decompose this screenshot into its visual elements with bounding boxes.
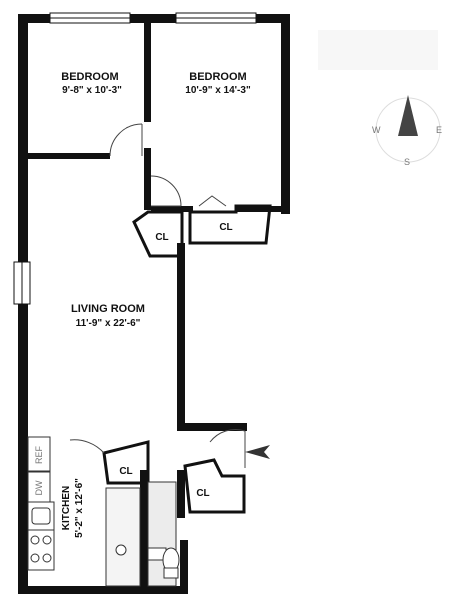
compass-needle-icon — [398, 95, 418, 136]
kitchen-name: KITCHEN — [61, 486, 72, 530]
compass-east: E — [436, 125, 442, 135]
bedroom2-dims: 10'-9" x 14'-3" — [185, 85, 251, 96]
dishwasher-label: DW — [34, 480, 44, 495]
refrigerator-label: REF — [34, 445, 44, 464]
watermark — [318, 30, 438, 70]
compass-west: W — [372, 125, 381, 135]
stove — [27, 529, 55, 571]
kitchen-dims: 5'-2" x 12'-6" — [74, 478, 85, 538]
living-room-dims: 11'-9" x 22'-6" — [76, 318, 141, 329]
compass-south: S — [404, 157, 410, 167]
doors — [69, 123, 246, 468]
closet-2-label: CL — [219, 222, 232, 233]
bathtub — [105, 487, 141, 587]
living-room-name: LIVING ROOM — [71, 303, 145, 315]
closet-3-label: CL — [119, 466, 132, 477]
bedroom1-name: BEDROOM — [61, 71, 118, 83]
bedroom1-dims: 9'-8" x 10'-3" — [62, 85, 122, 96]
light-fixture — [115, 544, 127, 556]
bedroom2-name: BEDROOM — [189, 71, 246, 83]
closet-4-label: CL — [196, 488, 209, 499]
windows — [13, 12, 257, 305]
kitchen-fixtures — [27, 436, 55, 571]
compass: W E S — [372, 95, 442, 167]
refrigerator — [27, 436, 51, 472]
closet-1-label: CL — [155, 232, 168, 243]
bathroom-fixtures — [105, 481, 180, 587]
entry-arrow-icon — [245, 445, 270, 459]
